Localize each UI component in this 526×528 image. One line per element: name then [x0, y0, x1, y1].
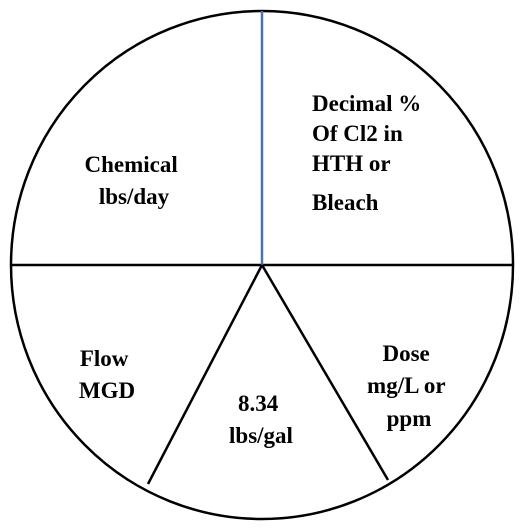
segment-flow-line: Flow — [80, 346, 129, 371]
segment-decimal-line: HTH or — [312, 151, 390, 176]
triangle-right-divider — [260, 264, 390, 481]
segment-chemical-label: Chemical lbs/day — [84, 152, 183, 209]
segment-flow-line: MGD — [79, 378, 135, 403]
segment-decimal-label: Decimal % Of Cl2 in HTH or Bleach — [312, 91, 427, 215]
segment-dose-line: ppm — [387, 406, 432, 431]
segment-dose-line: mg/L or — [367, 373, 445, 398]
segment-decimal-line: Bleach — [312, 190, 379, 215]
segment-dose-line: Dose — [382, 341, 429, 366]
segment-chemical-line: lbs/day — [99, 184, 170, 209]
segment-flow-label: Flow MGD — [79, 346, 135, 403]
segment-decimal-line: Of Cl2 in — [312, 121, 403, 146]
segment-chemical-line: Chemical — [84, 152, 177, 177]
segment-constant-line: 8.34 — [238, 391, 279, 416]
segment-constant-line: lbs/gal — [229, 423, 293, 448]
triangle-left-divider — [146, 264, 264, 485]
segment-dose-label: Dose mg/L or ppm — [367, 341, 451, 431]
segment-constant-label: 8.34 lbs/gal — [229, 391, 293, 448]
segment-decimal-line: Decimal % — [312, 91, 421, 116]
